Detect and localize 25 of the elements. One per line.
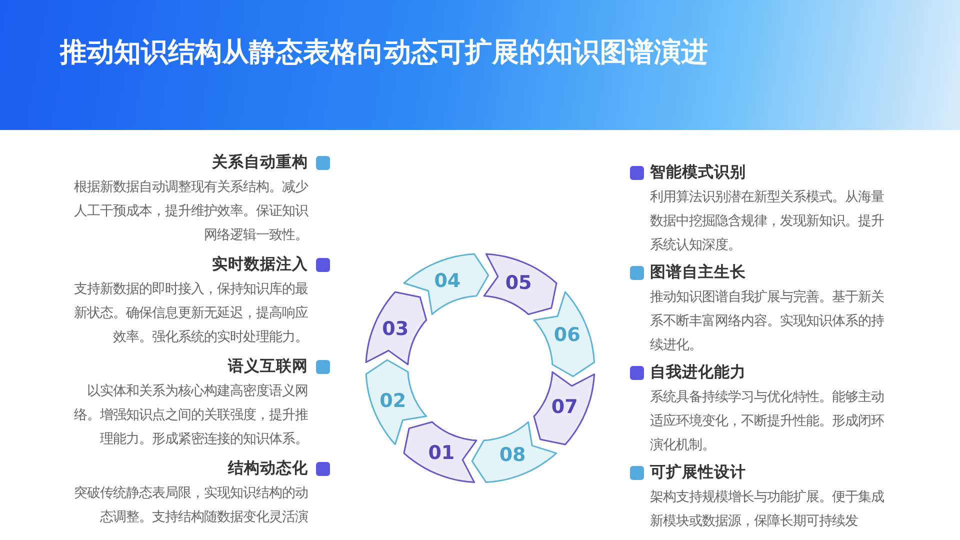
step-number: 08 [499, 444, 526, 466]
description-text: 以实体和关系为核心构建高密度语义网络。增强知识点之间的关联强度，提升推理能力。形成紧密连接的知识体系。 [73, 382, 308, 449]
description-text: 推动知识图谱自我扩展与完善。基于新关系不断丰富网络内容。实现知识体系的持续进化。 [650, 288, 885, 355]
step-number: 04 [434, 270, 461, 292]
description-text: 架构支持规模增长与功能扩展。便于集成新模块或数据源，保障长期可持续发 [650, 488, 885, 531]
slide-title: 推动知识结构从静态表格向动态可扩展的知识图谱演进 [60, 36, 708, 70]
step-number: 07 [551, 396, 578, 418]
section-heading: 自我进化能力 [650, 362, 746, 383]
section-heading: 可扩展性设计 [650, 462, 746, 483]
step-number: 03 [382, 318, 409, 340]
description-text: 利用算法识别潜在新型关系模式。从海量数据中挖掘隐含规律，发现新知识。提升系统认知深度。 [650, 188, 885, 255]
section-heading: 智能模式识别 [650, 162, 746, 183]
description-text: 系统具备持续学习与优化特性。能够主动适应环境变化，不断提升性能。形成闭环演化机制。 [650, 388, 885, 455]
description-text: 根据新数据自动调整现有关系结构。减少人工干预成本，提升维护效率。保证知识网络逻辑一致性。 [73, 178, 308, 245]
step-number: 06 [554, 324, 580, 346]
section-heading: 结构动态化 [228, 458, 308, 479]
section-heading: 图谱自主生长 [650, 262, 746, 283]
section-heading: 关系自动重构 [212, 152, 308, 173]
description-text: 支持新数据的即时接入，保持知识库的最新状态。确保信息更新无延迟，提高响应效率。强化系统的实时处理能力。 [73, 280, 308, 347]
section-heading: 语义互联网 [228, 356, 308, 377]
step-number: 01 [428, 442, 455, 464]
step-number: 05 [505, 272, 532, 294]
section-heading: 实时数据注入 [212, 254, 308, 275]
step-number: 02 [380, 390, 406, 412]
description-text: 突破传统静态表局限，实现知识结构的动态调整。支持结构随数据变化灵活演 [73, 484, 308, 527]
